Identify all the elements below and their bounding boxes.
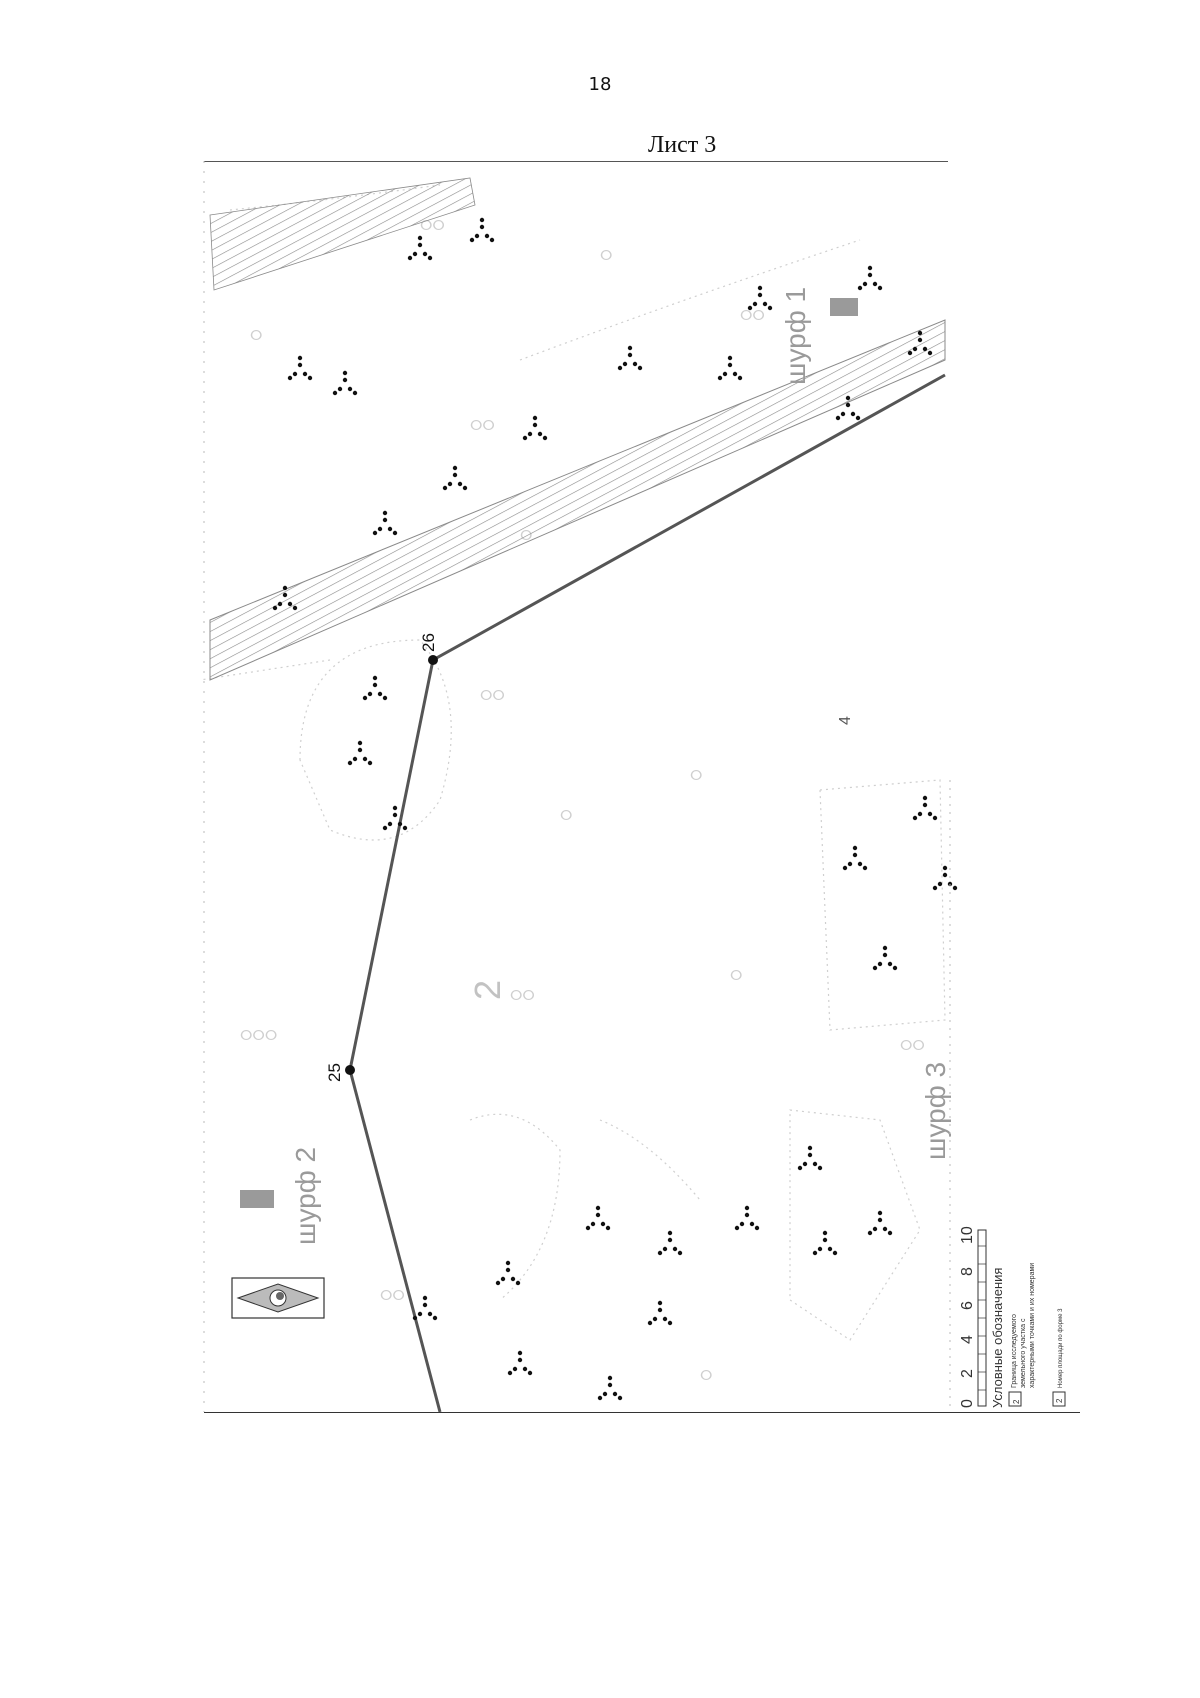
pit-1-label: шурф 1 xyxy=(780,287,811,385)
boundary-point-25 xyxy=(345,1065,355,1075)
legend-boundary-text-2: земельного участка с xyxy=(1020,1318,1027,1388)
svg-text:ⵔⵔⵔ: ⵔⵔⵔ xyxy=(240,1028,277,1044)
svg-text:ⵔⵔ: ⵔⵔ xyxy=(510,988,535,1004)
legend-number-icon xyxy=(1052,1391,1066,1407)
sheet-title: Лист 3 xyxy=(648,132,717,158)
scale-tick-6: 6 xyxy=(959,1301,976,1310)
pit-2-label: шурф 2 xyxy=(290,1147,321,1245)
legend-number-text: Номер площади по форме 3 xyxy=(1058,1308,1064,1388)
slope-hatch-top xyxy=(209,177,476,291)
road-hatch-band xyxy=(209,319,946,681)
scale-tick-2: 2 xyxy=(959,1369,976,1378)
svg-text:ⵔ: ⵔ xyxy=(250,328,262,344)
boundary-point-26 xyxy=(428,655,438,665)
parcel-boundary-line xyxy=(348,373,946,1413)
point-label-26: 26 xyxy=(419,633,438,652)
svg-text:ⵔ: ⵔ xyxy=(700,1368,712,1384)
compass-icon xyxy=(231,1277,325,1319)
svg-text:2: 2 xyxy=(1012,1399,1021,1404)
svg-text:ⵔⵔ: ⵔⵔ xyxy=(380,1288,405,1304)
svg-text:ⵔⵔ: ⵔⵔ xyxy=(420,218,445,234)
pit-3-label: шурф 3 xyxy=(920,1062,951,1160)
svg-text:2: 2 xyxy=(1055,1398,1064,1403)
svg-text:ⵔ: ⵔ xyxy=(600,248,612,264)
scale-tick-4: 4 xyxy=(959,1335,976,1344)
svg-text:ⵔ: ⵔ xyxy=(730,968,742,984)
svg-text:ⵔⵔ: ⵔⵔ xyxy=(900,1038,925,1054)
area-number-label: 2 xyxy=(467,980,508,1000)
svg-text:ⵔ: ⵔ xyxy=(690,768,702,784)
svg-text:ⵔⵔ: ⵔⵔ xyxy=(470,418,495,434)
legend-boundary-text-1: Граница исследуемого xyxy=(1011,1314,1018,1388)
direction-mark: 4 xyxy=(837,716,854,725)
svg-text:ⵔ: ⵔ xyxy=(560,808,572,824)
map-frame-top xyxy=(204,161,948,162)
svg-text:ⵔⵔ: ⵔⵔ xyxy=(740,308,765,324)
pit-2-marker xyxy=(240,1190,274,1208)
scale-tick-8: 8 xyxy=(959,1267,976,1276)
page-number: 18 xyxy=(588,74,612,95)
map-frame-bottom xyxy=(204,1412,1080,1413)
legend-boundary-icon xyxy=(1008,1391,1022,1407)
point-label-25: 25 xyxy=(325,1063,344,1082)
svg-text:ⵔⵔ: ⵔⵔ xyxy=(480,688,505,704)
legend-title: Условные обозначения xyxy=(990,1268,1005,1408)
legend: 0 2 4 6 8 10 Условные обозначения 2 Гран… xyxy=(949,780,1066,1412)
scale-tick-10: 10 xyxy=(959,1226,976,1244)
legend-boundary-text-3: характерными точками и их номерами xyxy=(1029,1263,1036,1388)
scale-tick-0: 0 xyxy=(959,1399,976,1408)
pit-1-marker xyxy=(830,298,858,316)
